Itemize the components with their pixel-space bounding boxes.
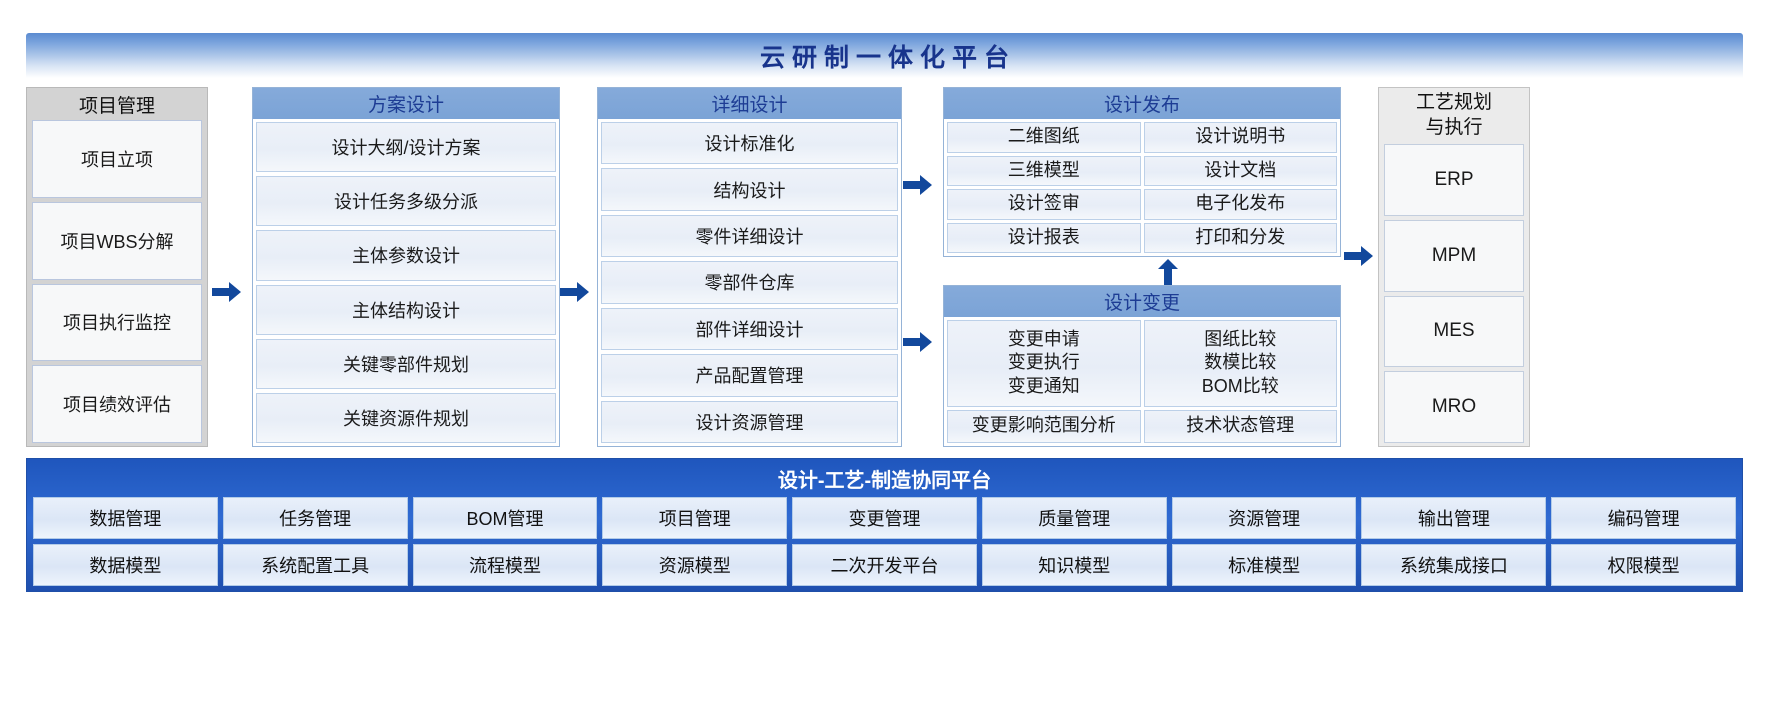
list-item[interactable]: 技术状态管理: [1143, 409, 1337, 443]
table-row: 设计报表 打印和分发: [947, 222, 1337, 253]
collaboration-platform-title: 设计-工艺-制造协同平台: [777, 469, 992, 492]
platform-item[interactable]: 标准模型: [1171, 544, 1357, 586]
column-process-planning: 工艺规划 与执行 ERP MPM MES MRO: [1378, 87, 1530, 447]
column-process-planning-title: 工艺规划 与执行: [1415, 92, 1492, 138]
list-item[interactable]: 设计资源管理: [601, 400, 898, 443]
list-item[interactable]: 关键资源件规划: [256, 392, 556, 444]
right-arrow-icon-detail-to-change: [903, 331, 933, 353]
table-row: 三维模型 设计文档: [947, 155, 1337, 186]
platform-item[interactable]: 系统配置工具: [222, 544, 408, 586]
list-item[interactable]: MPM: [1384, 219, 1524, 292]
platform-row-models: 数据模型 系统配置工具 流程模型 资源模型 二次开发平台 知识模型 标准模型 系…: [33, 544, 1737, 586]
column-scheme-design-title: 方案设计: [253, 88, 559, 119]
list-item[interactable]: 变更申请 变更执行 变更通知: [947, 320, 1141, 407]
list-item[interactable]: 零件详细设计: [601, 214, 898, 258]
column-scheme-design: 方案设计 设计大纲/设计方案 设计任务多级分派 主体参数设计 主体结构设计 关键…: [252, 87, 560, 447]
list-item[interactable]: 关键零部件规划: [256, 338, 556, 389]
column-detailed-design: 详细设计 设计标准化 结构设计 零件详细设计 零部件仓库 部件详细设计 产品配置…: [597, 87, 902, 447]
platform-item[interactable]: 项目管理: [602, 497, 788, 539]
column-project-management: 项目管理 项目立项 项目WBS分解 项目执行监控 项目绩效评估: [26, 87, 208, 447]
list-item[interactable]: 结构设计: [601, 168, 898, 211]
table-row: 变更申请 变更执行 变更通知 图纸比较 数模比较 BOM比较: [947, 320, 1337, 407]
list-item[interactable]: 设计报表: [947, 222, 1141, 253]
list-item[interactable]: 设计标准化: [601, 122, 898, 165]
list-item[interactable]: 设计任务多级分派: [256, 176, 556, 227]
platform-item[interactable]: 知识模型: [981, 544, 1167, 586]
list-item[interactable]: 图纸比较 数模比较 BOM比较: [1143, 320, 1337, 407]
right-arrow-icon-scheme-to-detail: [560, 281, 590, 303]
page-title: 云研制一体化平台: [759, 44, 1016, 72]
list-item[interactable]: 设计文档: [1143, 155, 1337, 186]
platform-item[interactable]: BOM管理: [412, 497, 598, 539]
list-item[interactable]: 主体结构设计: [256, 284, 556, 335]
platform-item[interactable]: 输出管理: [1361, 497, 1547, 539]
list-item[interactable]: 设计说明书: [1143, 122, 1337, 153]
right-arrow-icon-project-to-scheme: [212, 281, 242, 303]
list-item[interactable]: MRO: [1384, 371, 1524, 443]
block-design-release-title: 设计发布: [944, 88, 1340, 119]
up-arrow-icon-change-to-release: [1157, 258, 1179, 286]
column-project-management-items: 项目立项 项目WBS分解 项目执行监控 项目绩效评估: [32, 120, 202, 443]
collaboration-platform: 设计-工艺-制造协同平台 数据管理 任务管理 BOM管理 项目管理 变更管理 质…: [26, 458, 1743, 592]
column-detailed-design-title: 详细设计: [598, 88, 901, 119]
list-item[interactable]: 三维模型: [947, 155, 1141, 186]
platform-item[interactable]: 编码管理: [1551, 497, 1737, 539]
column-detailed-design-items: 设计标准化 结构设计 零件详细设计 零部件仓库 部件详细设计 产品配置管理 设计…: [598, 119, 901, 446]
table-row: 二维图纸 设计说明书: [947, 122, 1337, 153]
platform-item[interactable]: 任务管理: [222, 497, 408, 539]
platform-item[interactable]: 二次开发平台: [792, 544, 977, 586]
platform-item[interactable]: 资源模型: [602, 544, 788, 586]
block-design-change-title: 设计变更: [944, 286, 1340, 317]
platform-item[interactable]: 流程模型: [412, 544, 598, 586]
table-row: 设计签审 电子化发布: [947, 189, 1337, 220]
block-design-change: 设计变更 变更申请 变更执行 变更通知 图纸比较 数模比较 BOM比较 变更影响…: [943, 285, 1341, 447]
list-item[interactable]: 主体参数设计: [256, 230, 556, 281]
platform-item[interactable]: 变更管理: [792, 497, 977, 539]
platform-item[interactable]: 权限模型: [1551, 544, 1737, 586]
list-item[interactable]: 项目执行监控: [32, 283, 202, 362]
list-item[interactable]: 变更影响范围分析: [947, 409, 1141, 443]
right-arrow-icon-release-to-process: [1344, 245, 1374, 267]
list-item[interactable]: 部件详细设计: [601, 307, 898, 351]
platform-row-capabilities: 数据管理 任务管理 BOM管理 项目管理 变更管理 质量管理 资源管理 输出管理…: [33, 497, 1737, 539]
platform-title-bar: 云研制一体化平台: [26, 33, 1743, 78]
right-arrow-icon-detail-to-release: [903, 174, 933, 196]
platform-item[interactable]: 数据管理: [33, 497, 218, 539]
list-item[interactable]: ERP: [1384, 144, 1524, 216]
list-item[interactable]: 零部件仓库: [601, 261, 898, 304]
list-item[interactable]: 二维图纸: [947, 122, 1141, 153]
block-design-release: 设计发布 二维图纸 设计说明书 三维模型 设计文档 设计签审 电子化发布 设计报…: [943, 87, 1341, 257]
block-design-release-grid: 二维图纸 设计说明书 三维模型 设计文档 设计签审 电子化发布 设计报表 打印和…: [944, 119, 1340, 256]
column-scheme-design-items: 设计大纲/设计方案 设计任务多级分派 主体参数设计 主体结构设计 关键零部件规划…: [253, 119, 559, 446]
platform-item[interactable]: 系统集成接口: [1361, 544, 1547, 586]
platform-item[interactable]: 数据模型: [33, 544, 218, 586]
list-item[interactable]: 设计签审: [947, 189, 1141, 220]
list-item[interactable]: MES: [1384, 295, 1524, 368]
column-project-management-title: 项目管理: [78, 95, 155, 117]
list-item[interactable]: 项目WBS分解: [32, 201, 202, 280]
platform-item[interactable]: 资源管理: [1171, 497, 1357, 539]
platform-item[interactable]: 质量管理: [981, 497, 1167, 539]
list-item[interactable]: 电子化发布: [1143, 189, 1337, 220]
list-item[interactable]: 产品配置管理: [601, 354, 898, 397]
list-item[interactable]: 项目绩效评估: [32, 365, 202, 443]
block-design-change-grid: 变更申请 变更执行 变更通知 图纸比较 数模比较 BOM比较 变更影响范围分析 …: [944, 317, 1340, 446]
column-process-planning-items: ERP MPM MES MRO: [1384, 144, 1524, 443]
list-item[interactable]: 项目立项: [32, 120, 202, 198]
table-row: 变更影响范围分析 技术状态管理: [947, 409, 1337, 443]
list-item[interactable]: 打印和分发: [1143, 222, 1337, 253]
list-item[interactable]: 设计大纲/设计方案: [256, 122, 556, 173]
